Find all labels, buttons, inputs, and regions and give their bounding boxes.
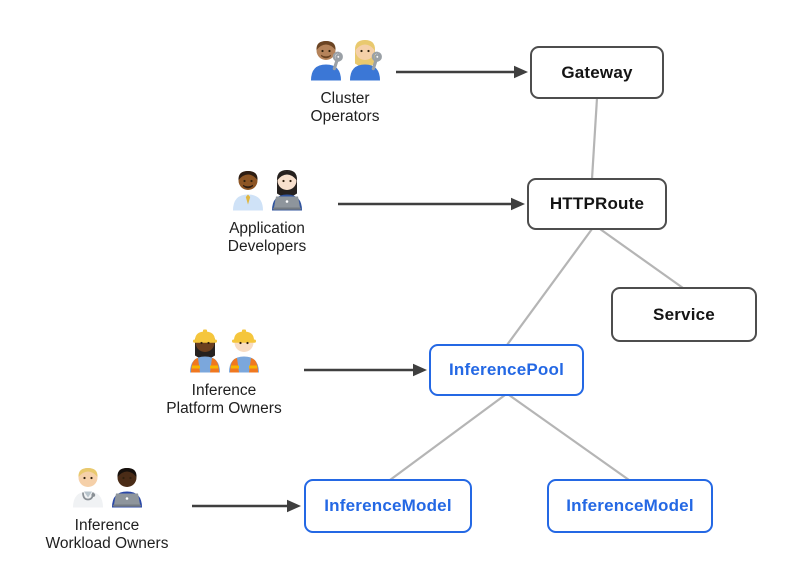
man-construction-worker-icon bbox=[226, 328, 262, 378]
cluster-operators-label: Cluster Operators bbox=[310, 90, 380, 125]
application-developers-label: Application Developers bbox=[227, 220, 307, 255]
node-httproute: HTTPRoute bbox=[527, 178, 667, 230]
arrow-inference-platform-owners-inferencepool bbox=[304, 363, 427, 377]
node-inferencepool: InferencePool bbox=[429, 344, 584, 396]
woman-technologist-icon bbox=[269, 166, 305, 216]
edge-httproute-service bbox=[599, 228, 684, 289]
man-mechanic-icon bbox=[308, 36, 344, 86]
persona-application-developers: Application Developers bbox=[180, 166, 354, 255]
application-developers-icons bbox=[230, 166, 305, 216]
arrow-cluster-operators-gateway bbox=[396, 65, 528, 79]
inference-workload-owners-label: Inference Workload Owners bbox=[45, 517, 169, 552]
node-service: Service bbox=[611, 287, 757, 342]
edge-gateway-httproute bbox=[590, 97, 599, 180]
node-inferencemodel-left: InferenceModel bbox=[304, 479, 472, 533]
inference-platform-owners-label: Inference Platform Owners bbox=[166, 382, 282, 417]
arrow-inference-workload-owners-inferencemodel bbox=[192, 499, 301, 513]
man-office-worker-icon bbox=[230, 166, 266, 216]
dark-technologist-icon bbox=[109, 463, 145, 513]
inference-platform-owners-icons bbox=[187, 328, 262, 378]
arrow-application-developers-httproute bbox=[338, 197, 525, 211]
persona-inference-workload-owners: Inference Workload Owners bbox=[20, 463, 194, 552]
edge-inferencepool-inferencemodel-left bbox=[389, 394, 506, 481]
inference-workload-owners-icons bbox=[70, 463, 145, 513]
persona-inference-platform-owners: Inference Platform Owners bbox=[137, 328, 311, 417]
edge-inferencepool-inferencemodel-right bbox=[508, 394, 630, 481]
cluster-operators-icons bbox=[308, 36, 383, 86]
woman-mechanic-icon bbox=[347, 36, 383, 86]
woman-construction-worker-icon bbox=[187, 328, 223, 378]
health-worker-icon bbox=[70, 463, 106, 513]
persona-cluster-operators: Cluster Operators bbox=[258, 36, 432, 125]
node-inferencemodel-right: InferenceModel bbox=[547, 479, 713, 533]
node-gateway: Gateway bbox=[530, 46, 664, 99]
edge-httproute-inferencepool bbox=[506, 228, 593, 346]
